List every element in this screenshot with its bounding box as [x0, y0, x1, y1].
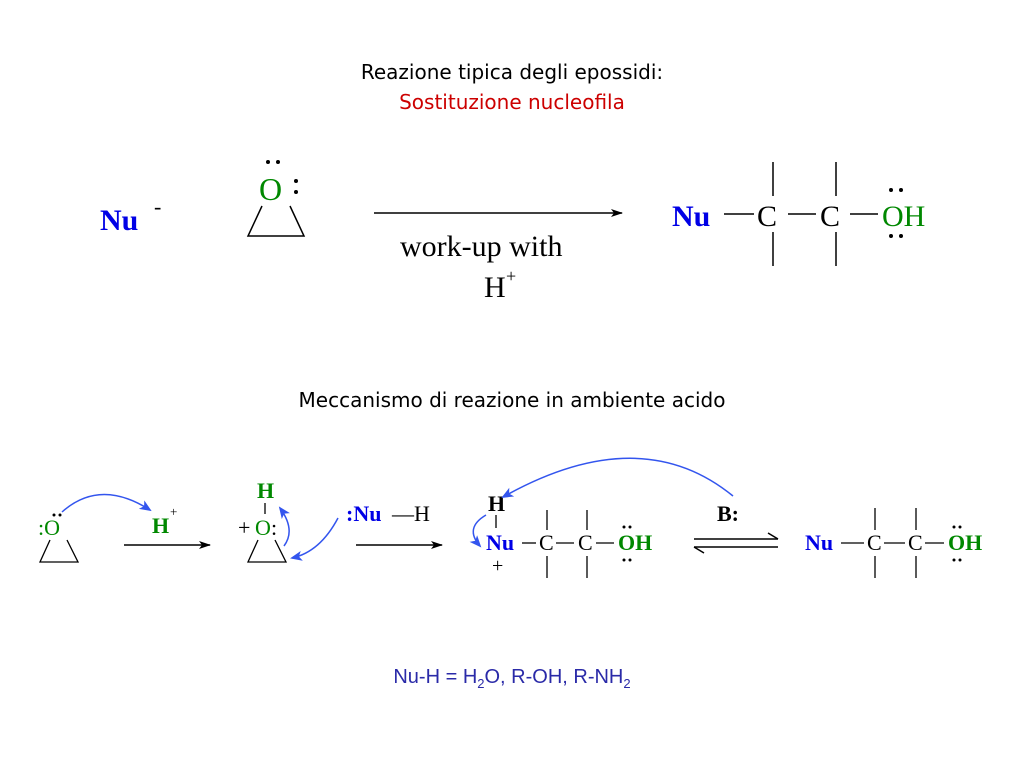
arrow-label-h: H	[484, 271, 506, 304]
lone-pair-dot	[628, 558, 632, 562]
lone-pair-dot	[899, 234, 903, 238]
step1-proton-charge: +	[170, 504, 177, 519]
electron-arrow	[469, 514, 487, 548]
slide-title: Reazione tipica degli epossidi:	[360, 60, 664, 84]
step2-oxygen: O	[255, 515, 271, 540]
electron-arrow	[278, 506, 290, 547]
mechanism-step4: H Nu + C C OH	[469, 491, 652, 578]
lone-pair-dot	[899, 188, 903, 192]
step3-dash-h: —H	[391, 501, 430, 526]
lone-pair-dot	[958, 525, 962, 529]
nucleophile-examples: Nu-H = H2O, R-OH, R-NH2	[0, 666, 1024, 691]
footer-sub-2: 2	[623, 676, 631, 691]
lone-pair-dot	[276, 160, 280, 164]
lone-pair-dot	[52, 513, 56, 517]
arrow-label-workup: work-up with	[400, 230, 562, 263]
product-structure: Nu C C OH	[672, 162, 925, 266]
step6-c2: C	[908, 530, 923, 555]
lone-pair-dot	[952, 525, 956, 529]
footer-sub-1: 2	[477, 676, 485, 691]
lone-pair-dot	[628, 525, 632, 529]
step1-oxygen: :O	[38, 515, 60, 540]
lone-pair-dot	[958, 558, 962, 562]
step4-oh: OH	[618, 530, 652, 555]
lone-pair-dot	[622, 525, 626, 529]
product-c1: C	[757, 200, 777, 233]
step6-c1: C	[867, 530, 882, 555]
epoxide-ring	[38, 539, 80, 563]
mechanism-step3: :Nu —H	[346, 501, 443, 549]
epoxide-ring	[246, 205, 306, 237]
product-c2: C	[820, 200, 840, 233]
lone-pair-dot	[889, 188, 893, 192]
mechanism-step2: H + O :	[238, 478, 339, 563]
equilibrium-arrow-back	[693, 546, 705, 554]
step4-c1: C	[539, 530, 554, 555]
mechanism: :O H + H + O : :Nu —H H	[38, 457, 982, 578]
step5-base: B:	[717, 501, 739, 526]
step4-plus: +	[492, 555, 503, 577]
lone-pair-dot	[952, 558, 956, 562]
step4-h: H	[488, 491, 505, 516]
lone-pair-dot	[266, 160, 270, 164]
arrow-label-charge: +	[506, 266, 516, 286]
nucleophile-label: Nu	[100, 204, 138, 237]
mechanism-title: Meccanismo di reazione in ambiente acido	[298, 388, 726, 412]
mechanism-step5: B:	[501, 457, 779, 554]
epoxide-oxygen: O	[259, 171, 282, 207]
step3-nucleophile: :Nu	[346, 501, 381, 526]
step6-oh: OH	[948, 530, 982, 555]
footer-part-b: O, R-OH, R-NH	[484, 666, 624, 688]
mechanism-step1: :O H +	[38, 493, 211, 563]
mechanism-step6: Nu C C OH	[805, 508, 982, 578]
electron-arrow	[501, 457, 734, 498]
lone-pair-dot	[889, 234, 893, 238]
footer-part-a: Nu-H = H	[393, 666, 478, 688]
electron-arrow	[61, 493, 152, 513]
step6-nu: Nu	[805, 530, 833, 555]
step1-proton: H	[152, 513, 169, 538]
lone-pair-dot	[58, 513, 62, 517]
nucleophile-charge: -	[154, 194, 161, 219]
step4-c2: C	[578, 530, 593, 555]
product-oh: OH	[882, 200, 925, 233]
epoxide-structure: O	[246, 160, 306, 237]
step2-plus: +	[238, 515, 250, 540]
electron-arrow	[290, 517, 339, 561]
lone-pair-dot	[294, 190, 298, 194]
epoxide-ring	[246, 539, 288, 563]
equilibrium-arrow-forward	[767, 532, 779, 540]
step2-h: H	[257, 478, 274, 503]
overall-reaction: Nu - O work-up with H + Nu C C O	[100, 160, 925, 304]
step2-colon: :	[271, 515, 277, 540]
step4-nu: Nu	[486, 530, 514, 555]
lone-pair-dot	[294, 179, 298, 183]
lone-pair-dot	[622, 558, 626, 562]
product-nu: Nu	[672, 200, 710, 233]
slide-subtitle: Sostituzione nucleofila	[399, 90, 625, 114]
